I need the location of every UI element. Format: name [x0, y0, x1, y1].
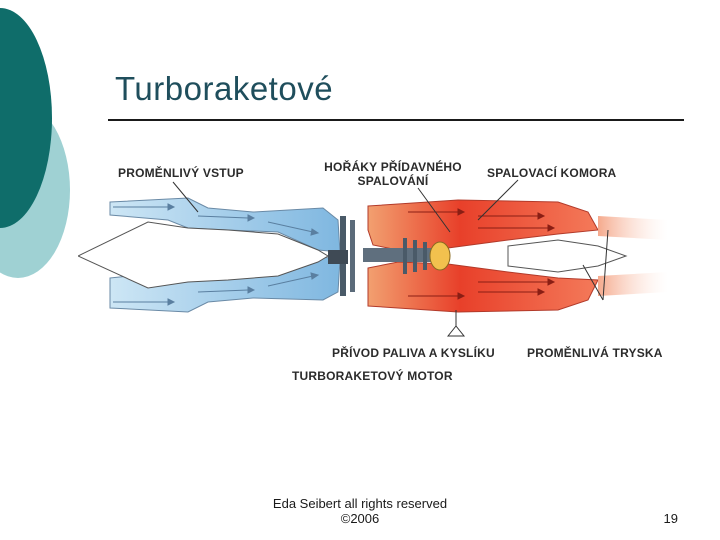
intake-flow-arrows-upper [113, 203, 320, 236]
label-afterburner-line1: HOŘÁKY PŘÍDAVNÉHO [324, 160, 462, 174]
turborocket-engine-diagram [78, 179, 668, 337]
fuel-supply-marker [446, 325, 466, 337]
page-number: 19 [663, 511, 678, 526]
lower-exhaust-plume [598, 272, 668, 296]
footer-line-2: ©2006 [340, 511, 380, 526]
turbine-gear-assembly [363, 238, 451, 274]
label-leader-lines [172, 179, 609, 301]
compressor-stage [328, 216, 355, 296]
combustion-flow-arrows [408, 208, 556, 300]
label-combustion-chamber: SPALOVACÍ KOMORA [487, 166, 617, 180]
label-fuel-oxygen-supply: PŘÍVOD PALIVA A KYSLÍKU [332, 346, 495, 360]
footer-line-1: Eda Seibert all rights reserved [272, 496, 448, 511]
diagram-caption: TURBORAKETOVÝ MOTOR [292, 369, 453, 383]
intake-flow-arrows-lower [113, 272, 320, 306]
decorative-corner-shapes [0, 8, 70, 278]
slide-title: Turboraketové [115, 70, 334, 107]
upper-exhaust-plume [598, 216, 668, 240]
label-variable-nozzle: PROMĚNLIVÁ TRYSKA [527, 346, 663, 360]
title-divider [108, 119, 684, 121]
label-afterburner-line2: SPALOVÁNÍ [357, 174, 429, 188]
exhaust-center-cone [507, 239, 628, 273]
footer-copyright: Eda Seibert all rights reserved ©2006 [240, 496, 480, 526]
dark-teal-arc [0, 8, 52, 228]
label-variable-inlet: PROMĚNLIVÝ VSTUP [118, 166, 244, 180]
